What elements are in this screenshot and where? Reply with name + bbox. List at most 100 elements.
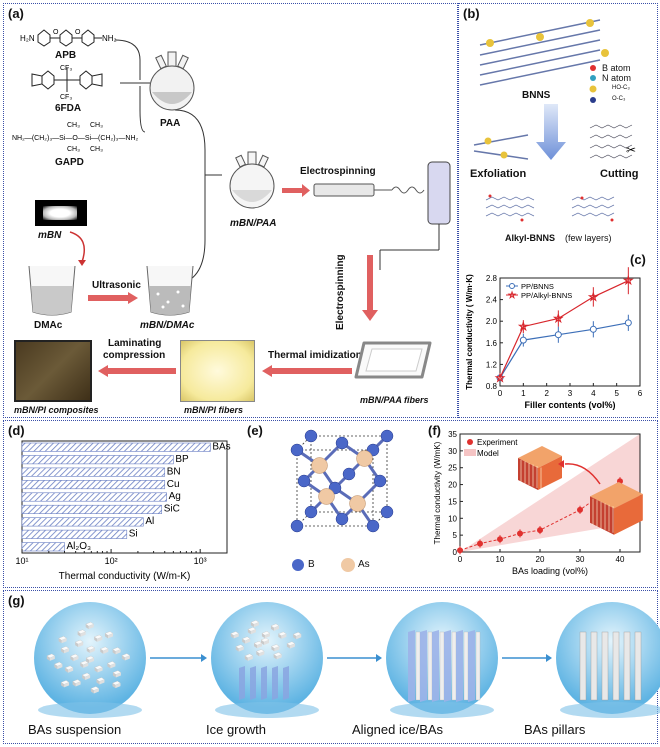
chart-d-bar [21, 492, 167, 502]
chart-d-bar-label: Si [129, 529, 138, 540]
bas-particle [235, 644, 245, 652]
legend-o: O-C₃ [612, 96, 626, 102]
mbn-paa-label: mBN/PAA [230, 218, 277, 229]
chart-c-legend-label: PP/BNNS [521, 282, 554, 291]
bas-wall [415, 631, 421, 701]
chart-f-xtick: 40 [616, 555, 625, 564]
bas-particle [60, 646, 70, 654]
chart-f-ytick: 25 [448, 464, 457, 473]
b-atom [366, 519, 380, 533]
panel-g-letter: (g) [8, 593, 25, 608]
panel-f-letter: (f) [428, 423, 441, 438]
as-atom [318, 488, 335, 505]
bas-particle [85, 655, 95, 663]
bas-particle [261, 631, 271, 639]
svg-text:CF₃: CF₃ [60, 65, 72, 72]
laminating-arrow [98, 365, 176, 377]
as-atom [311, 457, 328, 474]
chart-c-legend-marker: ☆ [508, 290, 516, 300]
bas-particle [74, 639, 84, 648]
thermal-imidization-label: Thermal imidization [268, 350, 362, 361]
chart-f-xtick: 20 [536, 555, 545, 564]
chart-d-xtick: 10³ [194, 556, 207, 566]
legend-n-atom: N atom [602, 73, 632, 83]
svg-text:O: O [53, 29, 59, 36]
chart-c-xtick: 5 [614, 389, 619, 398]
chart-c-point: ☆ [495, 372, 505, 384]
chart-d-bar [21, 542, 65, 552]
chart-c-ylabel: Thermal conductivity ( W/m·K) [465, 274, 474, 390]
chart-d-bar [21, 517, 144, 527]
chart-f-ytick: 10 [448, 514, 457, 523]
chart-d-bar-label: BN [167, 466, 181, 477]
exfoliation-label: Exfoliation [470, 168, 527, 180]
bas-particle [79, 660, 89, 668]
model-arrow-head [558, 460, 564, 468]
ice-lamella [239, 666, 245, 700]
chart-c-point [624, 319, 632, 327]
bas-particle [271, 644, 280, 652]
chart-c-xtick: 3 [568, 389, 573, 398]
apb-label: APB [55, 50, 77, 61]
chart-f-ytick: 20 [448, 481, 457, 490]
bas-particle [286, 641, 296, 649]
bas-crystal-structure [290, 429, 394, 533]
alkyl-bnns-note: (few layers) [565, 233, 612, 243]
chart-d-bar-label: Cu [167, 479, 180, 490]
svg-text:NH₂: NH₂ [102, 34, 117, 43]
as-atom [356, 450, 373, 467]
bas-particle [112, 670, 122, 678]
bas-particle [93, 634, 103, 642]
ice-lamella [456, 630, 463, 702]
bas-particle [86, 645, 96, 654]
svg-text:CH₃: CH₃ [90, 146, 103, 153]
chart-f-xtick: 0 [458, 555, 463, 564]
bas-particle [54, 661, 63, 670]
pi-composite-image [14, 340, 92, 402]
bas-particle [273, 652, 282, 660]
chart-d-bar [21, 467, 166, 477]
pi-fibers-image [180, 340, 255, 402]
b-atom [335, 512, 349, 526]
panel-e-letter: (e) [247, 423, 263, 438]
bas-wall [427, 631, 433, 701]
bas-particle [60, 680, 70, 688]
b-atom [380, 505, 394, 519]
chart-f-ytick: 15 [448, 497, 457, 506]
chart-c-point [519, 336, 527, 344]
b-atom [373, 474, 387, 488]
svg-text:H₂N: H₂N [20, 34, 35, 43]
b-atom [335, 436, 349, 450]
ice-lamella [468, 630, 475, 702]
chart-c-xtick: 2 [544, 389, 549, 398]
bas-wall [463, 631, 469, 701]
bas-particle [77, 629, 86, 637]
ice-lamella [272, 666, 278, 700]
dmac-label: DMAc [34, 320, 63, 331]
chart-f-legend-band [464, 449, 476, 456]
panel-d-letter: (d) [8, 423, 25, 438]
bas-particle [90, 686, 100, 694]
b-down-arrow [536, 104, 566, 160]
chart-c-ytick: 0.8 [486, 382, 498, 391]
bnns-label: BNNS [522, 90, 551, 101]
chart-c-ytick: 2.0 [486, 317, 498, 326]
panel-a-letter: (a) [8, 6, 24, 21]
beaker-floor-3 [390, 702, 494, 718]
chart-d-bar [21, 455, 174, 465]
panel-b-letter: (b) [463, 6, 480, 21]
exfoliation-graphic [473, 134, 529, 160]
chart-c-ytick: 1.6 [486, 339, 498, 348]
chart-f-ytick: 30 [448, 447, 457, 456]
step-arrowhead-3 [546, 654, 552, 662]
e-legend-icons [292, 558, 355, 572]
bas-particle [70, 653, 79, 662]
chart-d-bar-label: BP [175, 454, 189, 465]
ultrasonic-label: Ultrasonic [92, 280, 141, 291]
svg-text:CF₃: CF₃ [60, 94, 72, 101]
b-legend-icons [589, 65, 597, 103]
mbn-paa-fibers-label: mBN/PAA fibers [360, 395, 429, 405]
fda-label: 6FDA [55, 103, 82, 114]
